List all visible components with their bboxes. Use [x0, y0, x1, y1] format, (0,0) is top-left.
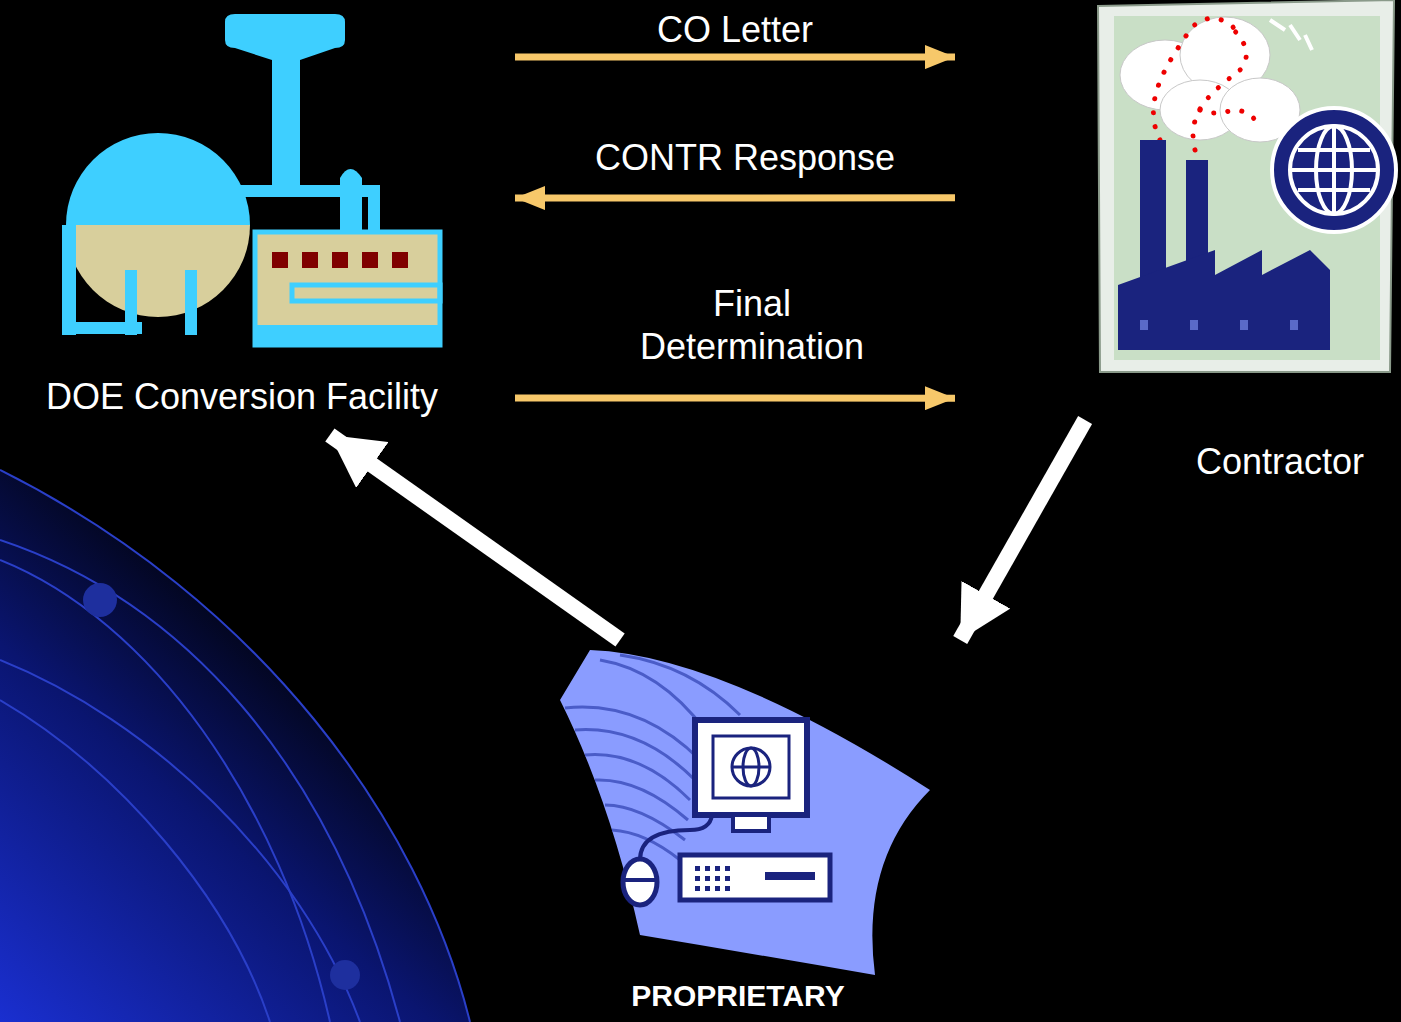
icon-node: PROPRIETARY	[540, 640, 980, 1020]
flow-arrow	[515, 194, 955, 201]
flow-arrow	[515, 54, 955, 61]
computer-icon	[560, 650, 930, 975]
background-swirl	[0, 470, 470, 1022]
icon-node: Contractor	[955, 0, 1396, 420]
proprietary-label: PROPRIETARY	[631, 978, 844, 1014]
edge-label: CONTR Response	[591, 136, 899, 179]
flow-arrow	[515, 395, 955, 402]
facility-label: DOE Conversion Facility	[46, 375, 438, 418]
contractor-factory-icon	[1098, 0, 1396, 372]
contractor-label: Contractor	[1196, 440, 1364, 483]
icon-node: DOE Conversion Facility	[5, 5, 515, 435]
edge-label: CO Letter	[653, 8, 817, 51]
flow-arrow	[960, 420, 1085, 640]
flow-arrow	[330, 435, 620, 640]
edge-label: Final Determination	[598, 282, 906, 368]
conversion-facility-icon	[62, 14, 440, 345]
